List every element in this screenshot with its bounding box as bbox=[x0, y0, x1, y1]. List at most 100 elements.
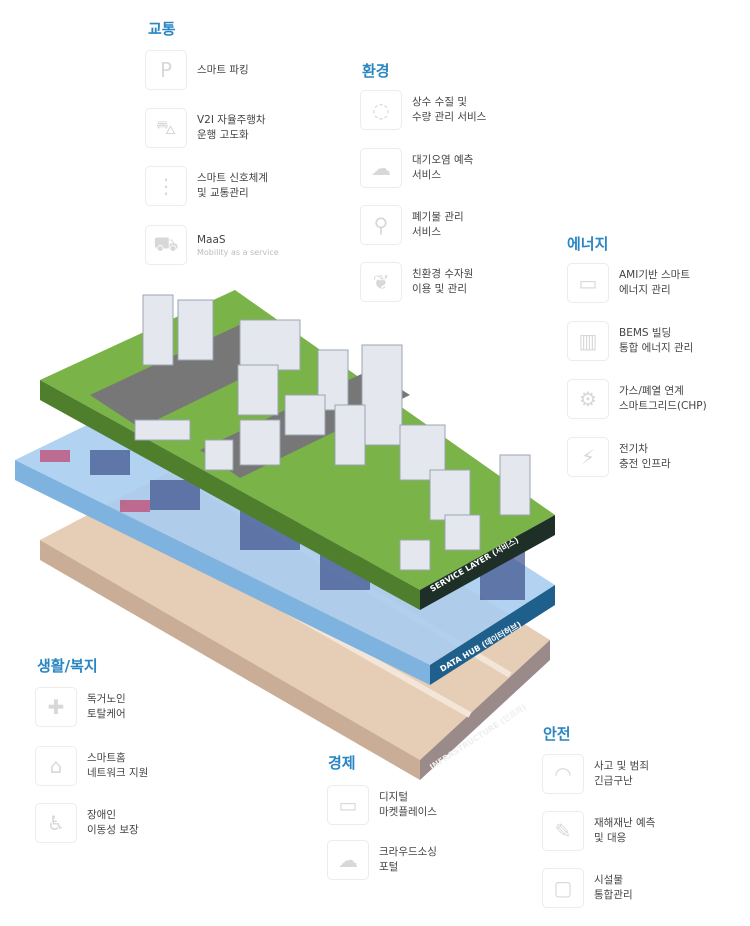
car-front-icon: ⛟ bbox=[145, 225, 187, 265]
service-item-line: 수량 관리 서비스 bbox=[412, 111, 487, 123]
building-icon: ▥ bbox=[567, 321, 609, 361]
service-item-line: 서비스 bbox=[412, 226, 441, 238]
parking-icon: P bbox=[145, 50, 187, 90]
service-item-line: 및 교통관리 bbox=[197, 187, 249, 199]
service-item-label: 스마트 파킹 bbox=[197, 63, 249, 78]
car-icon: ⛍ bbox=[145, 108, 187, 148]
service-item-line: 토탈케어 bbox=[87, 708, 126, 720]
service-item-line: 충전 인프라 bbox=[619, 458, 671, 470]
category-title-transport: 교통 bbox=[148, 20, 176, 38]
service-item-line: 재해재난 예측 bbox=[594, 817, 656, 829]
ev-charger-icon: ⚡ bbox=[567, 437, 609, 477]
service-item-line: 가스/폐열 연계 bbox=[619, 385, 684, 397]
smart-home-icon: ⌂ bbox=[35, 746, 77, 786]
service-item-line: 서비스 bbox=[412, 169, 441, 181]
service-item-line: 및 대응 bbox=[594, 832, 627, 844]
leaf-icon: ❦ bbox=[360, 262, 402, 302]
service-item-line: 이용 및 관리 bbox=[412, 283, 467, 295]
facility-icon: ▢ bbox=[542, 868, 584, 908]
traffic-light-icon: ⋮ bbox=[145, 166, 187, 206]
category-title-welfare: 생활/복지 bbox=[37, 657, 98, 675]
category-title-economy: 경제 bbox=[328, 754, 356, 772]
service-item-line: 디지털 bbox=[379, 791, 408, 803]
service-item-line: 독거노인 bbox=[87, 693, 126, 705]
service-item-line: 네트워크 지원 bbox=[87, 767, 149, 779]
magnifier-icon: ⚲ bbox=[360, 205, 402, 245]
service-item-line: 통합 에너지 관리 bbox=[619, 342, 694, 354]
service-item-line: 포털 bbox=[379, 861, 399, 873]
service-item-line: 스마트 파킹 bbox=[197, 63, 249, 76]
service-item-line: 시설물 bbox=[594, 874, 623, 886]
service-item-line: 스마트 신호체계 bbox=[197, 172, 268, 184]
service-item-line: 크라우드소싱 bbox=[379, 846, 437, 858]
service-item-line: 친환경 수자원 bbox=[412, 268, 474, 280]
service-item-line: 사고 및 범죄 bbox=[594, 760, 649, 772]
service-item-line: 이동성 보장 bbox=[87, 824, 139, 836]
water-drop-icon: ◌ bbox=[360, 90, 402, 130]
service-item-line: 장애인 bbox=[87, 809, 116, 821]
category-title-safety: 안전 bbox=[543, 725, 571, 743]
service-item-line: 폐기물 관리 bbox=[412, 211, 464, 223]
meter-icon: ▭ bbox=[567, 263, 609, 303]
service-item-line: 상수 수질 및 bbox=[412, 96, 467, 108]
alarm-icon: ◠ bbox=[542, 754, 584, 794]
marketplace-icon: ▭ bbox=[327, 785, 369, 825]
service-item: P 스마트 파킹 bbox=[145, 50, 249, 90]
service-item-line: 스마트홈 bbox=[87, 752, 126, 764]
service-item-line: 통합관리 bbox=[594, 889, 633, 901]
cloud-icon: ☁ bbox=[360, 148, 402, 188]
wheelchair-icon: ♿ bbox=[35, 803, 77, 843]
service-item-line: AMI기반 스마트 bbox=[619, 269, 690, 281]
service-item-subtitle: Mobility as a service bbox=[197, 247, 279, 257]
service-item-line: 전기차 bbox=[619, 443, 648, 455]
grid-icon: ⚙ bbox=[567, 379, 609, 419]
service-item-line: 긴급구난 bbox=[594, 775, 633, 787]
category-title-environment: 환경 bbox=[362, 62, 390, 80]
service-item-line: 스마트그리드(CHP) bbox=[619, 400, 707, 412]
service-item-line: MaaS bbox=[197, 233, 226, 246]
service-item-line: 대기오염 예측 bbox=[412, 154, 474, 166]
service-item-line: BEMS 빌딩 bbox=[619, 327, 672, 339]
elderly-icon: ✚ bbox=[35, 687, 77, 727]
service-item-line: 운행 고도화 bbox=[197, 129, 249, 141]
service-item-line: 마켓플레이스 bbox=[379, 806, 437, 818]
